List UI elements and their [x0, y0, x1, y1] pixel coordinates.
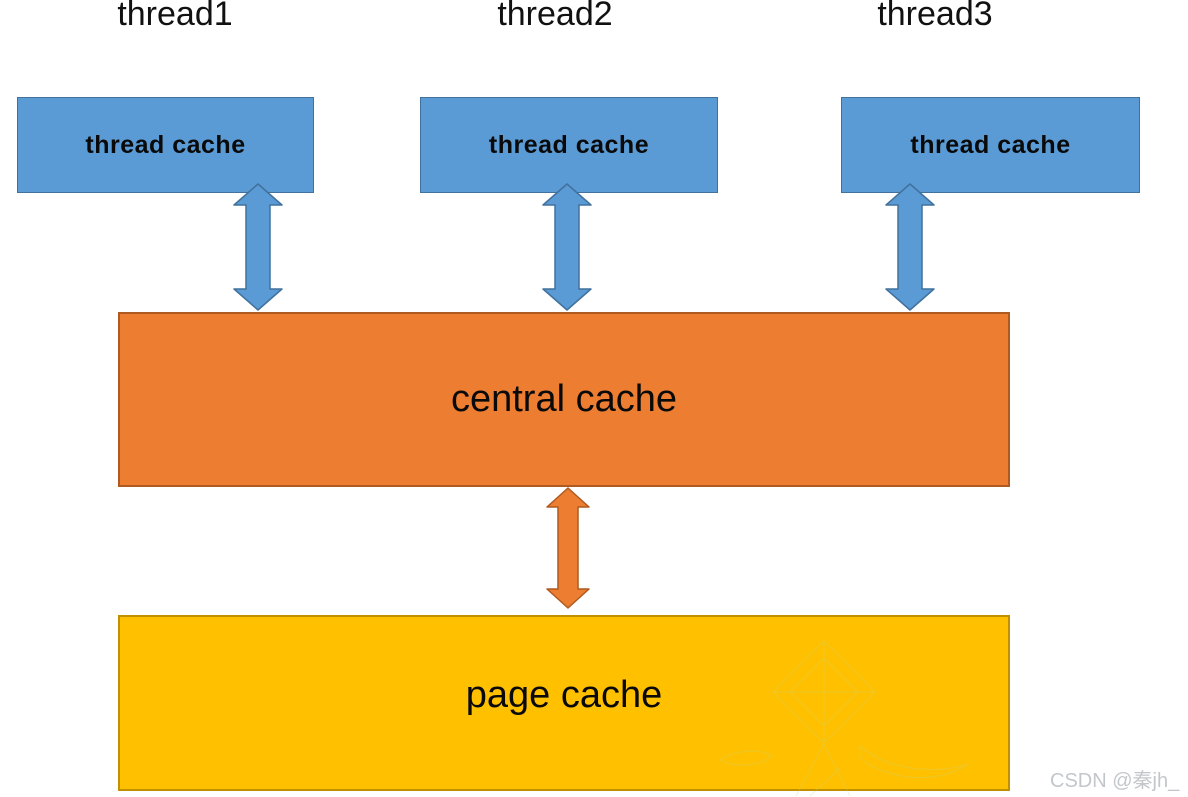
thread-cache-label-1: thread cache: [85, 130, 246, 159]
page-cache-box: page cache: [118, 615, 1010, 791]
double-arrow-icon-thread3-central: [885, 183, 935, 311]
page-cache-label: page cache: [465, 673, 663, 716]
thread3-title: thread3: [877, 0, 993, 33]
csdn-logo-watermark-icon: [718, 640, 969, 797]
thread-cache-box-1: thread cache: [17, 97, 314, 193]
central-cache-label: central cache: [450, 378, 677, 420]
csdn-watermark-text: CSDN @秦jh_: [1050, 770, 1180, 792]
double-arrow-icon-thread2-central: [542, 183, 592, 311]
thread-cache-box-3: thread cache: [841, 97, 1140, 193]
double-arrow-icon-central-page: [546, 487, 590, 609]
central-cache-box: central cache: [118, 312, 1010, 487]
thread-cache-box-2: thread cache: [420, 97, 718, 193]
double-arrow-icon-thread1-central: [233, 183, 283, 311]
thread1-title: thread1: [117, 0, 233, 33]
thread-cache-label-3: thread cache: [910, 130, 1071, 159]
thread-cache-label-2: thread cache: [488, 130, 650, 159]
thread2-title: thread2: [497, 0, 613, 33]
